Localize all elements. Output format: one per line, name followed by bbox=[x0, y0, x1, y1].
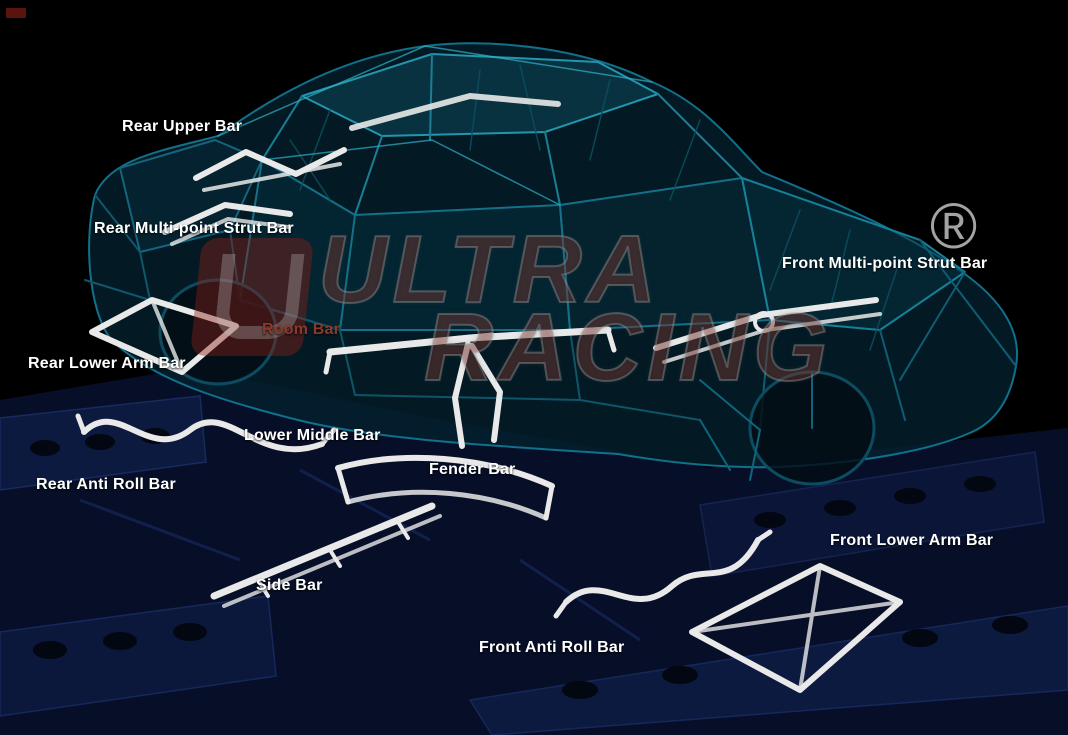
label-front-multi-point-strut-bar: Front Multi-point Strut Bar bbox=[782, 255, 988, 272]
side-bar-part bbox=[210, 502, 442, 608]
front-multi-point-strut-bar-part bbox=[653, 297, 882, 364]
roof-brace-part bbox=[349, 93, 561, 131]
white-bar-parts bbox=[75, 93, 903, 693]
label-rear-upper-bar: Rear Upper Bar bbox=[122, 118, 243, 135]
label-room-bar: Room Bar bbox=[262, 321, 341, 338]
front-anti-roll-bar-part bbox=[553, 529, 773, 619]
label-fender-bar: Fender Bar bbox=[429, 461, 516, 478]
label-rear-multi-point-strut-bar: Rear Multi-point Strut Bar bbox=[94, 220, 294, 237]
corner-mark bbox=[6, 8, 26, 18]
lower-middle-bar-part bbox=[335, 454, 555, 521]
fender-bar-part bbox=[448, 332, 503, 449]
registered-trademark: ® bbox=[930, 190, 978, 262]
front-lower-arm-bar-part bbox=[689, 563, 903, 693]
rear-lower-arm-bar-part bbox=[89, 297, 239, 375]
label-lower-middle-bar: Lower Middle Bar bbox=[244, 427, 381, 444]
label-rear-lower-arm-bar: Rear Lower Arm Bar bbox=[28, 355, 186, 372]
label-side-bar: Side Bar bbox=[256, 577, 323, 594]
label-rear-anti-roll-bar: Rear Anti Roll Bar bbox=[36, 476, 176, 493]
label-front-lower-arm-bar: Front Lower Arm Bar bbox=[830, 532, 994, 549]
rear-anti-roll-bar-part bbox=[75, 413, 337, 453]
rear-multi-point-strut-bar-part bbox=[162, 202, 293, 246]
label-front-anti-roll-bar: Front Anti Roll Bar bbox=[479, 639, 625, 656]
rear-upper-bar-part bbox=[193, 147, 347, 192]
